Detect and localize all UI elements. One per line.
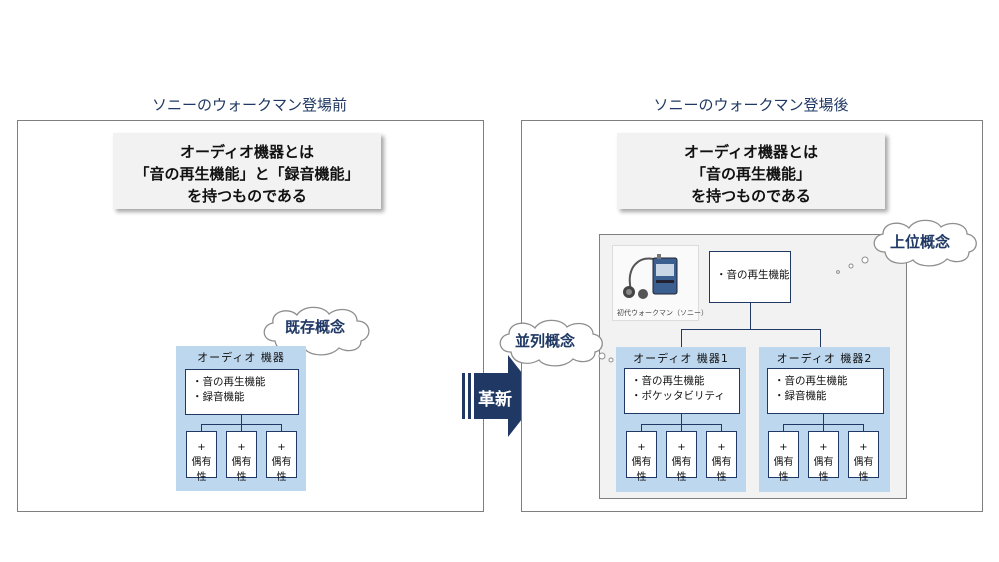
- group-1-connector-v1: [641, 424, 642, 431]
- group-2-function-1: ・音の再生機能: [774, 375, 848, 387]
- left-variant-3: + 偶有性: [266, 431, 297, 483]
- group-1-variant-3: + 偶有性: [706, 431, 737, 483]
- parallel-concept-cloud-callout: [499, 319, 621, 367]
- variant-label: 偶有性: [231, 457, 252, 483]
- innovation-arrow-label: 革新: [478, 390, 512, 410]
- left-function-2: ・録音機能: [192, 391, 245, 403]
- left-definition-box: オーディオ機器とは 「音の再生機能」と「録音機能」 を持つものである: [113, 133, 381, 209]
- variant-label: 偶有性: [191, 457, 212, 483]
- variant-plus: +: [637, 442, 646, 453]
- group-1-connector-v2: [681, 424, 682, 431]
- walkman-photo: 初代ウォークマン（ソニー）: [612, 245, 708, 321]
- group-1-connector-v: [681, 414, 682, 424]
- group-2-connector-v: [823, 414, 824, 424]
- group-1-function-1: ・音の再生機能: [631, 375, 705, 387]
- group-1-function-2: ・ポケッタビリティ: [631, 390, 725, 402]
- variant-label: 偶有性: [853, 457, 874, 483]
- left-function-box: ・音の再生機能 ・録音機能: [185, 369, 299, 415]
- group-2-variant-3: + 偶有性: [848, 431, 879, 483]
- group-2-variant-2: + 偶有性: [808, 431, 839, 483]
- variant-label: 偶有性: [711, 457, 732, 483]
- left-definition-line-3: を持つものである: [187, 187, 307, 205]
- left-definition-line-1: オーディオ機器とは: [180, 143, 314, 161]
- walkman-photo-caption: 初代ウォークマン（ソニー）: [617, 309, 708, 317]
- parallel-concept-label: 並列概念: [514, 332, 575, 350]
- group-2-connector-v3: [863, 424, 864, 431]
- variant-plus: +: [819, 442, 828, 453]
- top-function-1: ・音の再生機能: [716, 269, 790, 281]
- group-2-variant-1: + 偶有性: [768, 431, 799, 483]
- left-group-title: オーディオ 機器: [197, 351, 285, 364]
- right-panel-title: ソニーのウォークマン登場後: [653, 96, 849, 114]
- left-variant-1: + 偶有性: [186, 431, 217, 483]
- group-1-title: オーディオ 機器1: [633, 352, 729, 365]
- variant-label: 偶有性: [671, 457, 692, 483]
- right-definition-line-2: 「音の再生機能」: [690, 165, 811, 183]
- variant-plus: +: [779, 442, 788, 453]
- top-connector-right: [820, 329, 821, 347]
- top-function-box: ・音の再生機能: [709, 251, 791, 303]
- group-2-function-box: ・音の再生機能 ・録音機能: [767, 368, 884, 414]
- upper-concept-label: 上位概念: [889, 233, 950, 251]
- left-variant-2: + 偶有性: [226, 431, 257, 483]
- left-connector-v: [241, 415, 242, 424]
- variant-label: 偶有性: [813, 457, 834, 483]
- right-definition-line-1: オーディオ機器とは: [684, 143, 818, 161]
- left-connector-v1: [201, 424, 202, 431]
- group-1-variant-2: + 偶有性: [666, 431, 697, 483]
- variant-plus: +: [277, 442, 286, 453]
- variant-plus: +: [859, 442, 868, 453]
- variant-label: 偶有性: [773, 457, 794, 483]
- group-1-function-box: ・音の再生機能 ・ポケッタビリティ: [624, 368, 740, 414]
- variant-plus: +: [717, 442, 726, 453]
- left-cloud-label: 既存概念: [284, 318, 345, 336]
- left-function-1: ・音の再生機能: [192, 376, 266, 388]
- left-definition-line-2: 「音の再生機能」と「録音機能」: [134, 165, 360, 183]
- group-1-variant-1: + 偶有性: [626, 431, 657, 483]
- top-connector-left: [681, 329, 682, 347]
- group-2-function-2: ・録音機能: [774, 390, 827, 402]
- top-connector-h: [681, 329, 820, 330]
- group-1-connector-v3: [721, 424, 722, 431]
- upper-concept-cloud-callout: [836, 219, 977, 274]
- right-definition-box: オーディオ機器とは 「音の再生機能」 を持つものである: [617, 133, 885, 209]
- variant-plus: +: [197, 442, 206, 453]
- left-connector-v3: [281, 424, 282, 431]
- left-connector-v2: [241, 424, 242, 431]
- left-panel-title: ソニーのウォークマン登場前: [151, 96, 347, 114]
- variant-label: 偶有性: [631, 457, 652, 483]
- variant-plus: +: [677, 442, 686, 453]
- group-2-title: オーディオ 機器2: [776, 352, 873, 365]
- top-connector-v: [750, 303, 751, 329]
- right-definition-line-3: を持つものである: [691, 187, 811, 205]
- group-2-connector-v1: [783, 424, 784, 431]
- variant-label: 偶有性: [271, 457, 292, 483]
- group-2-connector-v2: [823, 424, 824, 431]
- walkman-illustration-icon: [623, 254, 678, 299]
- variant-plus: +: [237, 442, 246, 453]
